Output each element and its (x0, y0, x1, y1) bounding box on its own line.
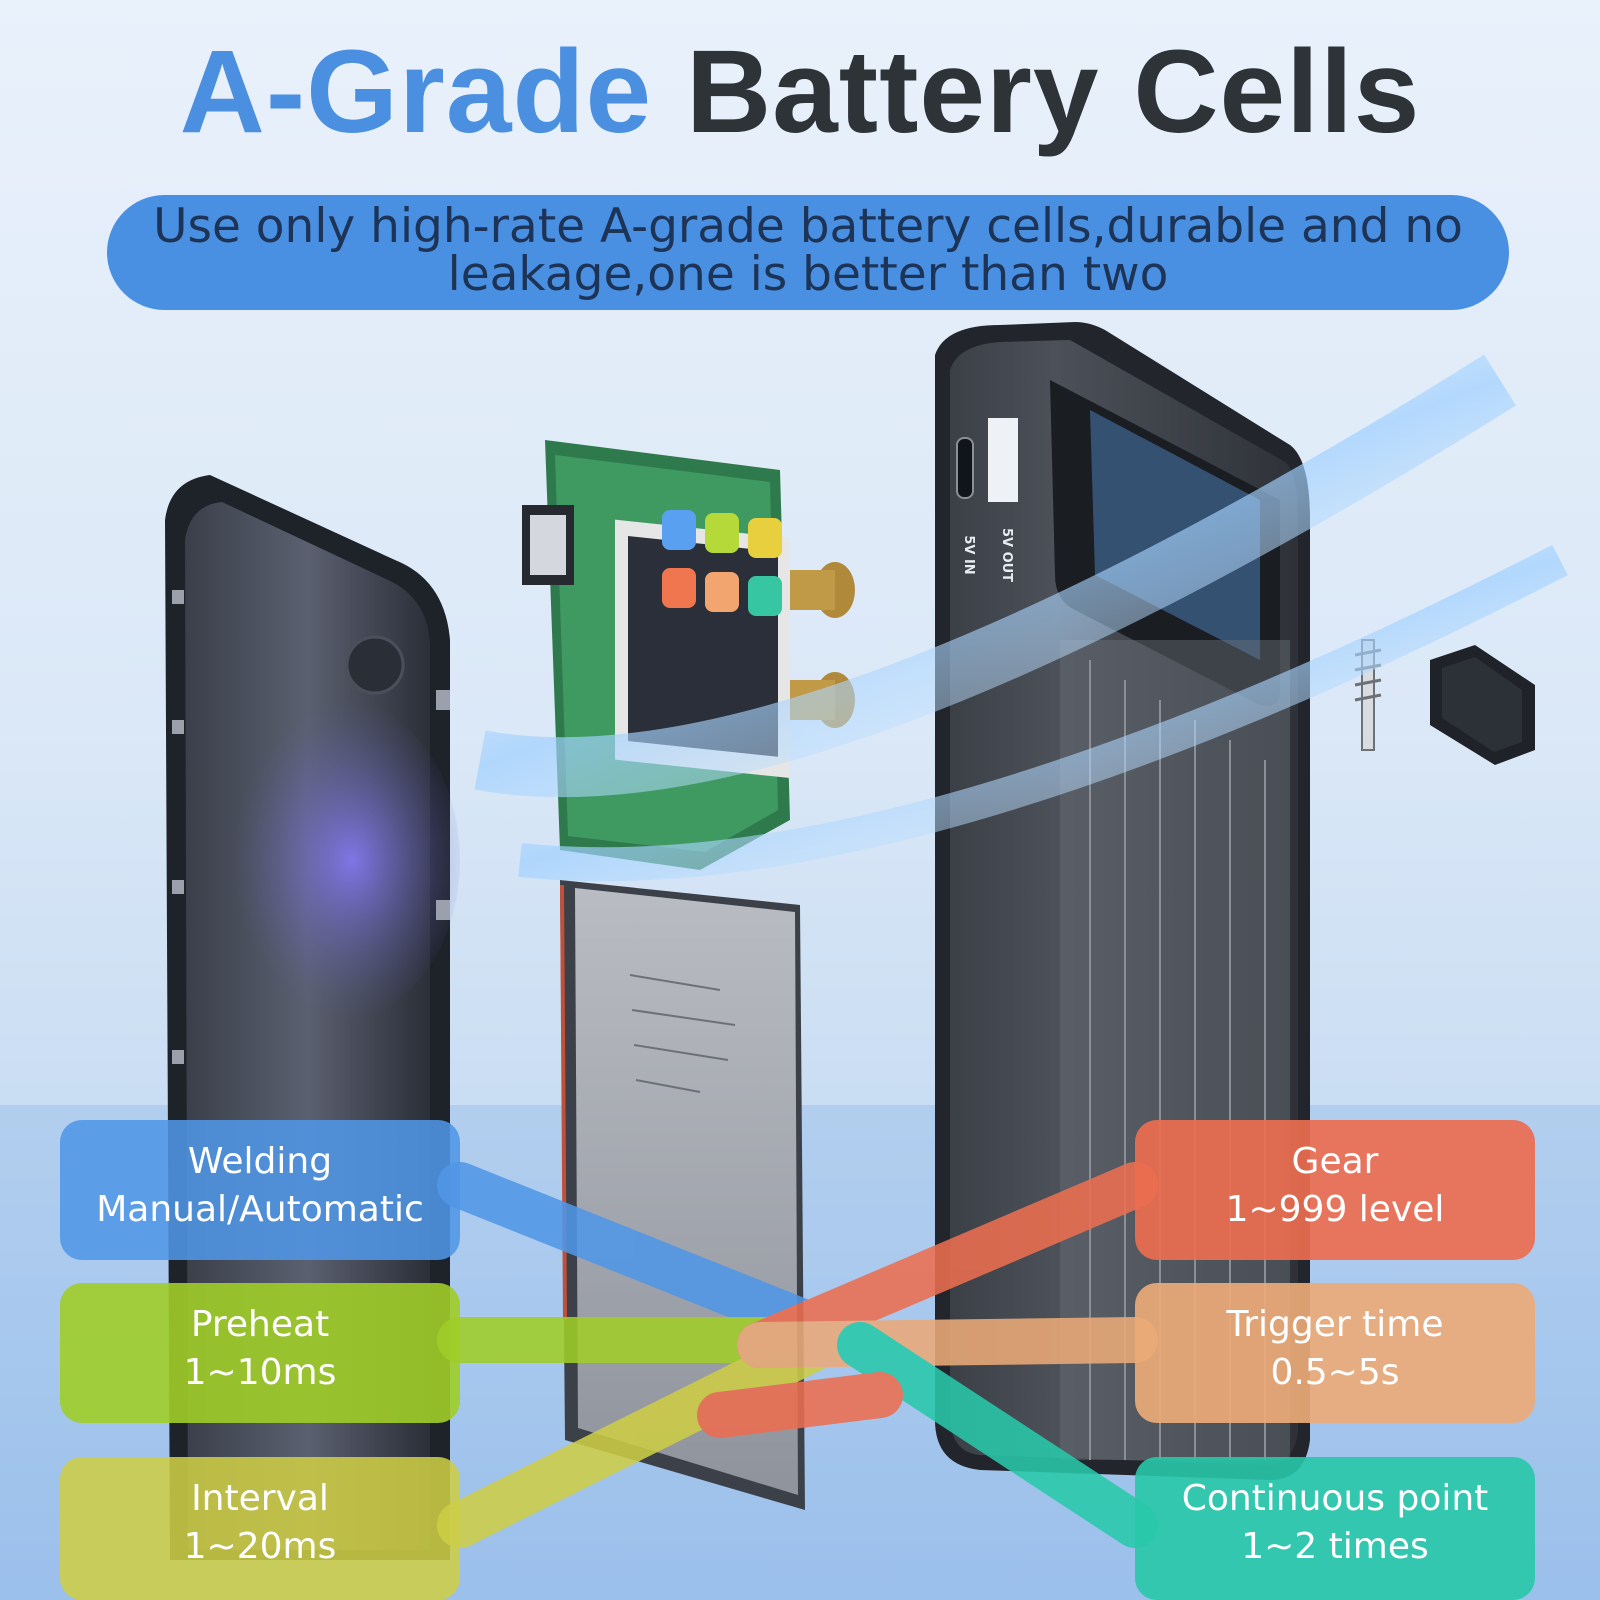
spec-card-welding: Welding Manual/Automatic (60, 1120, 460, 1260)
spec-preheat-value: 1~10ms (183, 1352, 337, 1393)
subtitle-pill: Use only high-rate A-grade battery cells… (107, 195, 1509, 310)
spec-interval-name: Interval (191, 1478, 329, 1519)
headline: A-Grade Battery Cells (0, 22, 1600, 162)
subtitle-line-2: leakage,one is better than two (447, 247, 1169, 302)
spec-welding-name: Welding (187, 1141, 333, 1182)
connector-ribbons (437, 1162, 1158, 1548)
spec-card-gear: Gear 1~999 level (1135, 1120, 1535, 1260)
spec-continuous-value: 1~2 times (1241, 1526, 1429, 1567)
spec-trigger-value: 0.5~5s (1270, 1352, 1400, 1393)
headline-rest: Battery Cells (685, 26, 1421, 158)
spec-card-continuous-point: Continuous point 1~2 times (1135, 1457, 1535, 1600)
spec-card-preheat: Preheat 1~10ms (60, 1283, 460, 1423)
spec-trigger-name: Trigger time (1226, 1304, 1444, 1345)
spec-preheat-name: Preheat (190, 1304, 330, 1345)
headline-accent: A-Grade (179, 26, 653, 158)
subtitle-line-1: Use only high-rate A-grade battery cells… (153, 199, 1463, 254)
port-in-label: 5V IN (961, 535, 976, 574)
spec-gear-value: 1~999 level (1225, 1189, 1445, 1230)
spec-interval-value: 1~20ms (183, 1526, 337, 1567)
spec-continuous-name: Continuous point (1181, 1478, 1489, 1519)
spec-gear-name: Gear (1291, 1141, 1379, 1182)
spec-card-interval: Interval 1~20ms (60, 1457, 460, 1600)
swoosh-effect (474, 354, 1516, 798)
port-out-label: 5V OUT (999, 528, 1014, 582)
spec-welding-value: Manual/Automatic (96, 1189, 424, 1230)
pcb-board (522, 440, 855, 870)
end-cap-part (1430, 645, 1535, 765)
spec-card-trigger-time: Trigger time 0.5~5s (1135, 1283, 1535, 1423)
